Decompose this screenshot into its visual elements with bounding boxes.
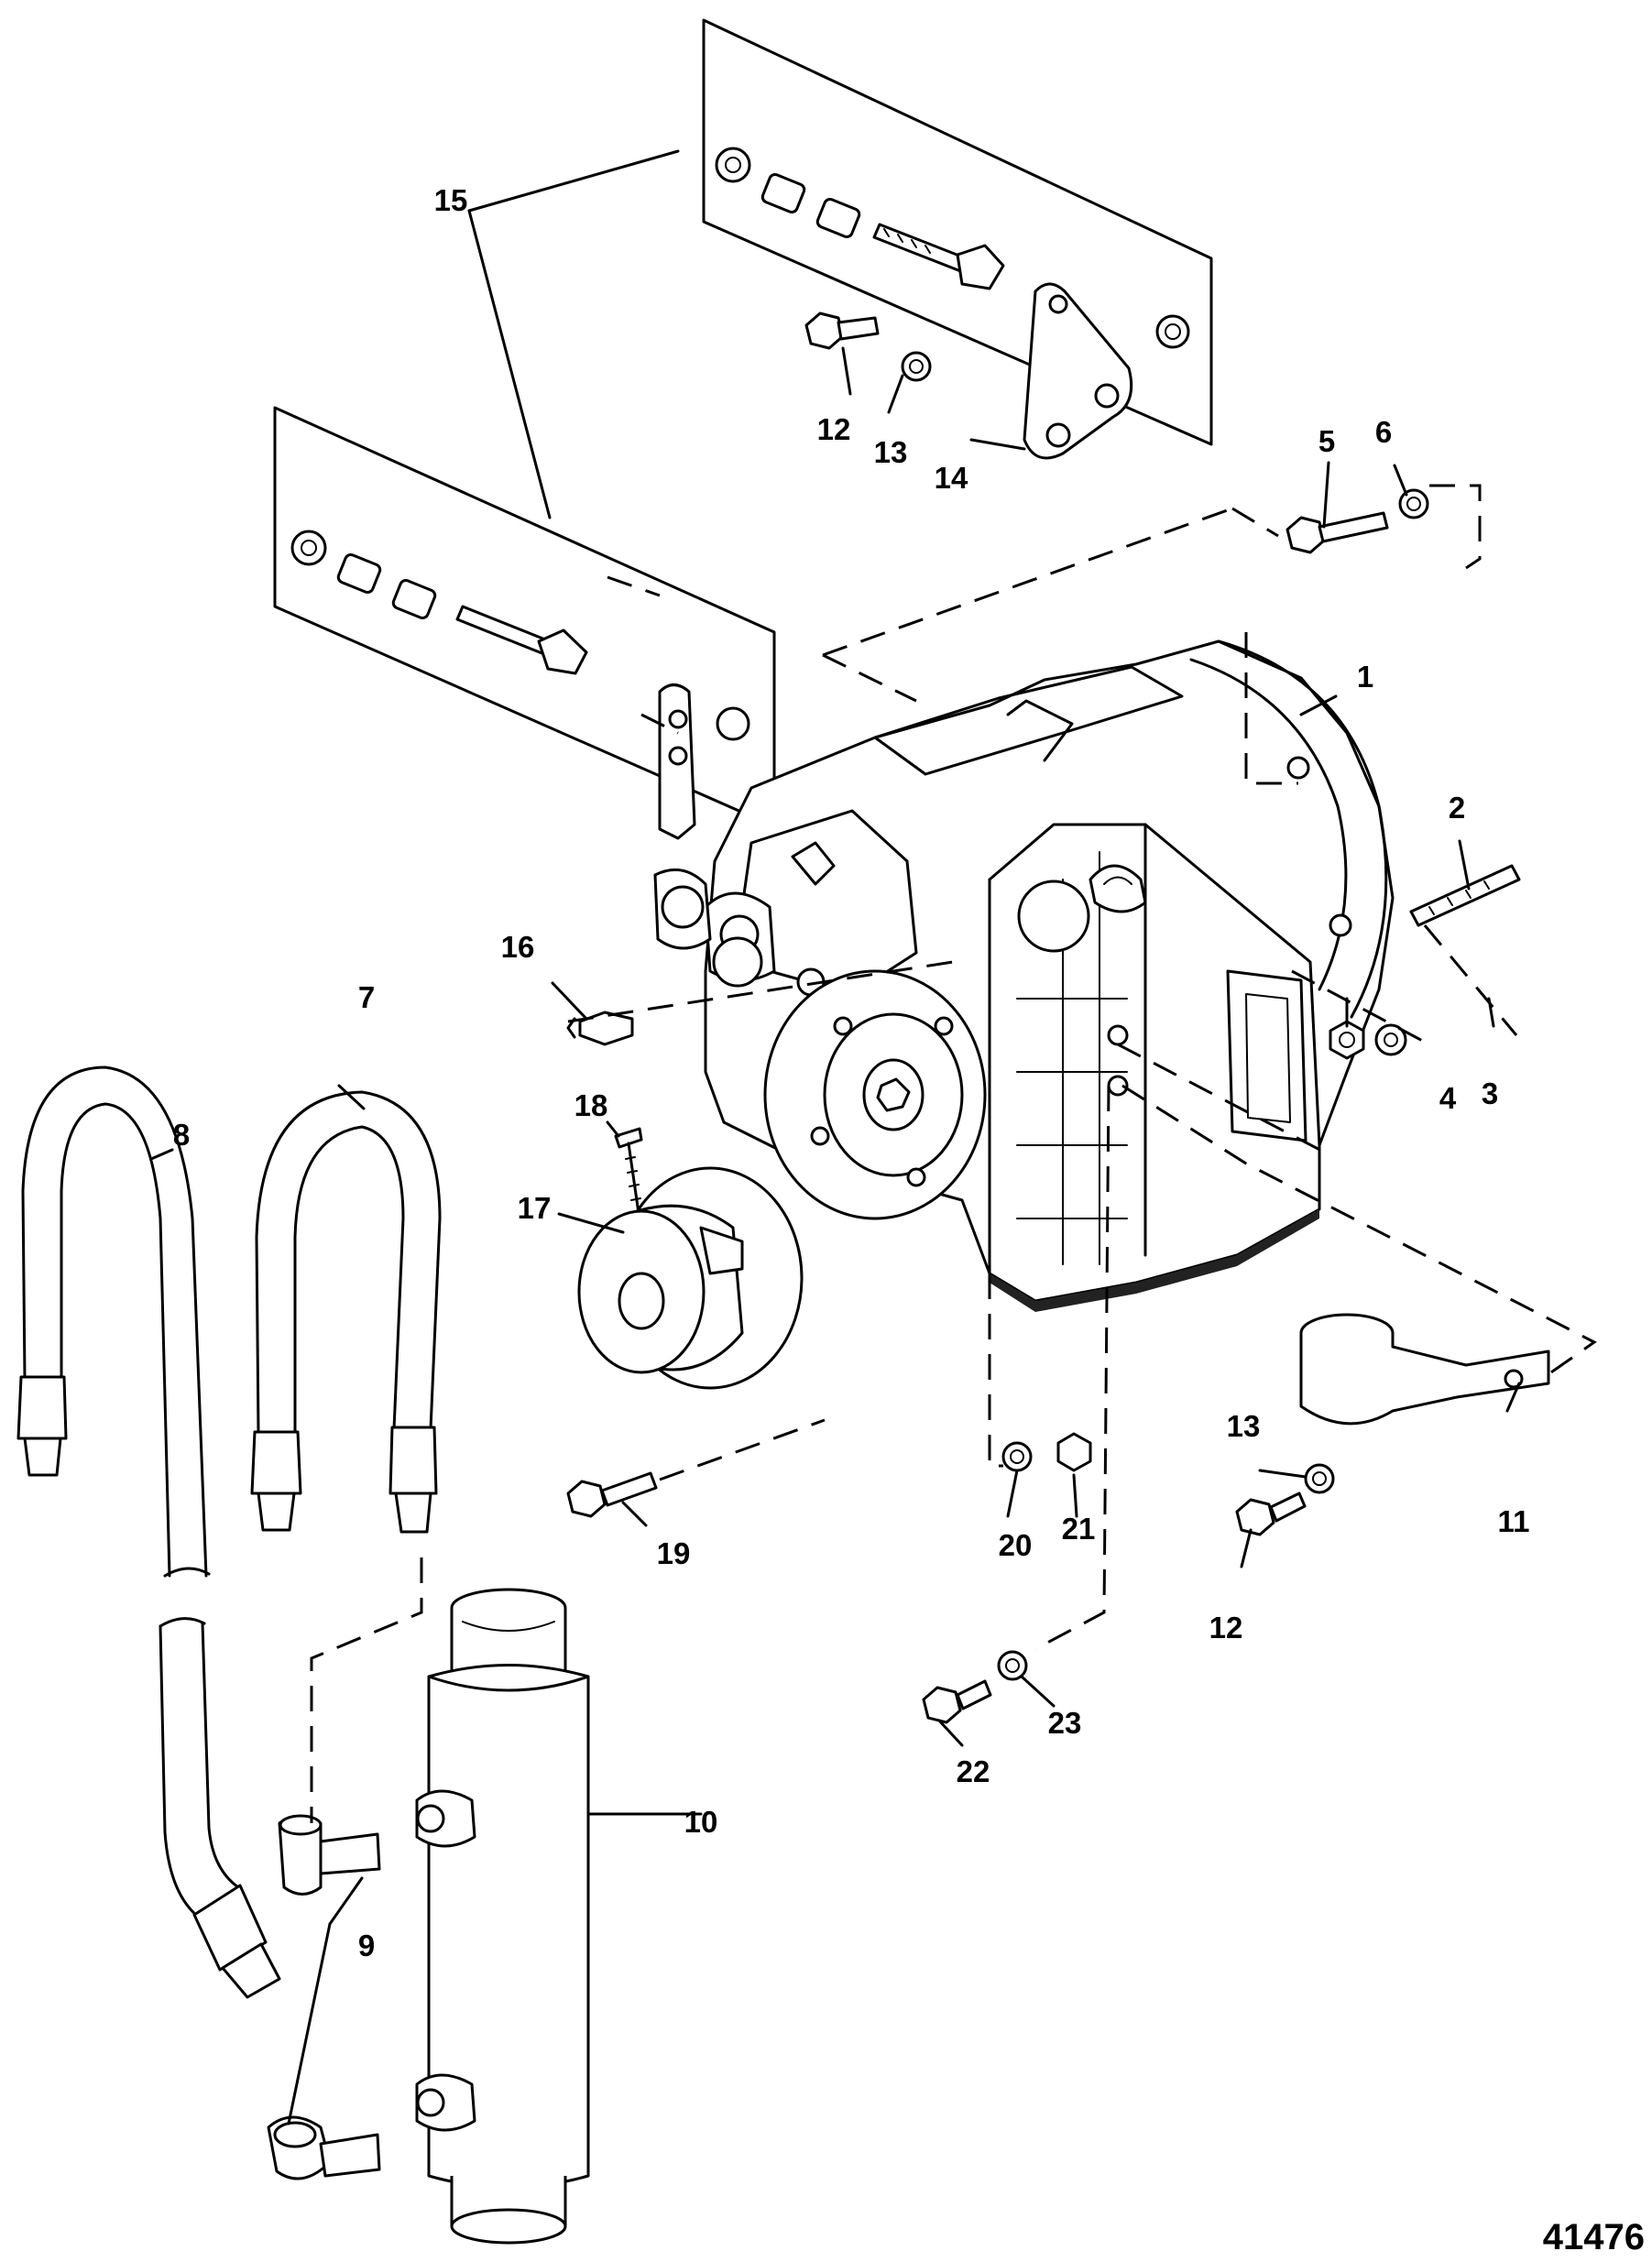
washer <box>1374 1023 1407 1056</box>
figure-id: 41476 <box>1543 2217 1645 2257</box>
callout-1: 1 <box>1357 660 1373 694</box>
upper-mount-nut <box>715 147 751 183</box>
callout-11: 11 <box>1498 1504 1530 1538</box>
temperature-switch <box>566 1011 634 1046</box>
coupling-bolt <box>566 1471 658 1518</box>
callout-8: 8 <box>173 1118 190 1152</box>
mount-washer <box>901 351 932 382</box>
housing-lockwasher <box>997 1650 1028 1681</box>
lower-mount-bushing-1 <box>336 552 382 595</box>
stud <box>1409 864 1521 927</box>
callout-14: 14 <box>935 461 968 495</box>
callout-23: 23 <box>1048 1706 1082 1740</box>
callout-6: 6 <box>1375 415 1392 449</box>
callout-15: 15 <box>434 183 468 217</box>
upper-mount-stud <box>872 223 1005 290</box>
hose-clamp-bracket <box>1299 1313 1550 1426</box>
callout-7: 7 <box>358 980 375 1014</box>
callout-16: 16 <box>501 930 535 964</box>
oil-cooler <box>415 1588 590 2245</box>
transmission-housing <box>653 639 1395 1312</box>
nut <box>1056 1432 1092 1472</box>
output-flange <box>763 969 987 1220</box>
callout-12-lower: 12 <box>1209 1611 1243 1645</box>
upper-mount-inset <box>702 18 1213 460</box>
callout-21: 21 <box>1062 1512 1096 1546</box>
callout-13-upper: 13 <box>874 435 908 469</box>
callout-2: 2 <box>1449 791 1465 825</box>
clamp-bolt <box>1235 1498 1275 1536</box>
alignment-lines <box>310 484 1597 1823</box>
lower-mount-stud <box>455 605 588 675</box>
oil-cooler-hose-long <box>16 1065 281 1999</box>
callout-4: 4 <box>1439 1081 1457 1115</box>
clamp-washer <box>1304 1463 1335 1494</box>
elbow-fitting-upper <box>278 1814 381 1896</box>
lower-mount-bracket <box>658 683 750 840</box>
callout-13-lower: 13 <box>1227 1409 1261 1443</box>
mount-bolt <box>804 311 845 350</box>
callout-20: 20 <box>999 1528 1033 1562</box>
bolt <box>1285 511 1389 554</box>
callout-22: 22 <box>957 1754 990 1788</box>
callout-17: 17 <box>518 1191 552 1225</box>
lower-mount-inset <box>273 406 776 840</box>
lockwasher <box>1398 488 1429 519</box>
callout-5: 5 <box>1318 424 1335 458</box>
upper-mount-bushing-2 <box>815 197 861 239</box>
elbow-fitting-lower <box>267 2115 381 2180</box>
callout-12-upper: 12 <box>817 412 851 446</box>
leader-lines <box>149 149 1521 2125</box>
callout-labels: 1 2 3 4 5 6 7 8 9 10 11 12 12 13 13 14 1… <box>173 183 1645 2257</box>
upper-mount-bushing-1 <box>760 172 806 214</box>
mount-bolt-shank <box>837 316 880 341</box>
lockwasher <box>1001 1441 1033 1472</box>
oil-cooler-hose-u <box>250 1090 442 1534</box>
callout-9: 9 <box>358 1929 375 1962</box>
callout-18: 18 <box>574 1088 608 1122</box>
lower-mount-bushing-2 <box>391 578 437 620</box>
callout-3: 3 <box>1482 1076 1498 1110</box>
upper-mount-nut-right <box>1155 314 1190 349</box>
callout-19: 19 <box>657 1536 691 1570</box>
callout-10: 10 <box>684 1805 718 1839</box>
lower-mount-nut <box>290 530 327 566</box>
upper-mount-bracket <box>1023 282 1133 460</box>
housing-bolt <box>922 1686 962 1724</box>
output-coupling <box>577 1166 804 1390</box>
